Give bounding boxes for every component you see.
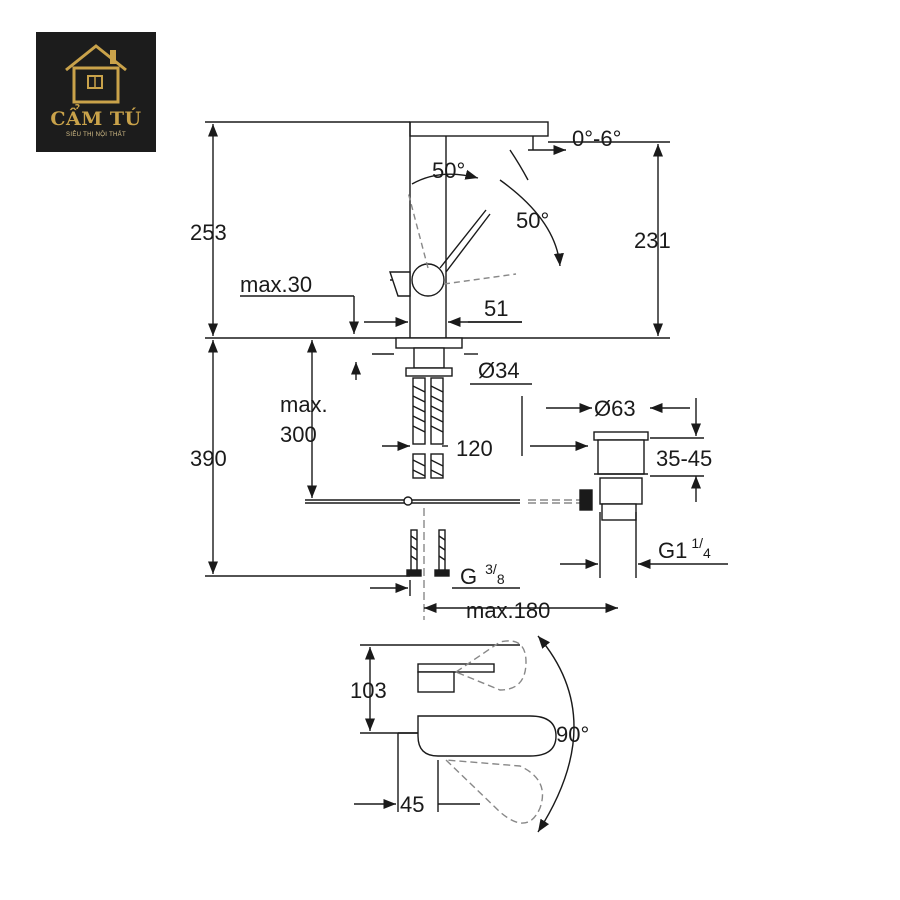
label-lever-angle-2: 50° [516,208,549,233]
label-90: 90° [556,722,589,747]
swing-arc [537,635,575,833]
label-max-180: max.180 [466,598,550,623]
pop-up-waste [579,431,649,521]
label-max-30: max.30 [240,272,312,297]
label-231: 231 [634,228,671,253]
spout-top [409,121,549,137]
elevation-view [205,121,728,620]
label-103: 103 [350,678,387,703]
plan-lever [417,663,495,673]
label-lever-angle-1: 50° [432,158,465,183]
label-max-300-line2: 300 [280,422,317,447]
label-base-diameter: Ø34 [478,358,520,383]
lever-rod [439,209,487,269]
label-45: 45 [400,792,424,817]
label-waste-diameter: Ø63 [594,396,636,421]
label-51: 51 [484,296,508,321]
label-253: 253 [190,220,227,245]
lever-hub [411,263,445,297]
house-icon [65,44,127,104]
supply-hoses [412,377,444,479]
label-tilt-angle: 0°-6° [572,126,621,151]
logo-tagline: SIÊU THỊ NỘI THẤT [66,132,126,138]
label-35-45: 35-45 [656,446,712,471]
mounting-flange [395,337,463,349]
label-390: 390 [190,446,227,471]
logo: CẨM TÚ SIÊU THỊ NỘI THẤT [36,32,156,152]
plan-view [354,635,575,833]
label-max-300-line1: max. [280,392,328,417]
plan-spout [417,715,557,757]
label-120: 120 [456,436,493,461]
logo-brand: CẨM TÚ [50,108,142,130]
